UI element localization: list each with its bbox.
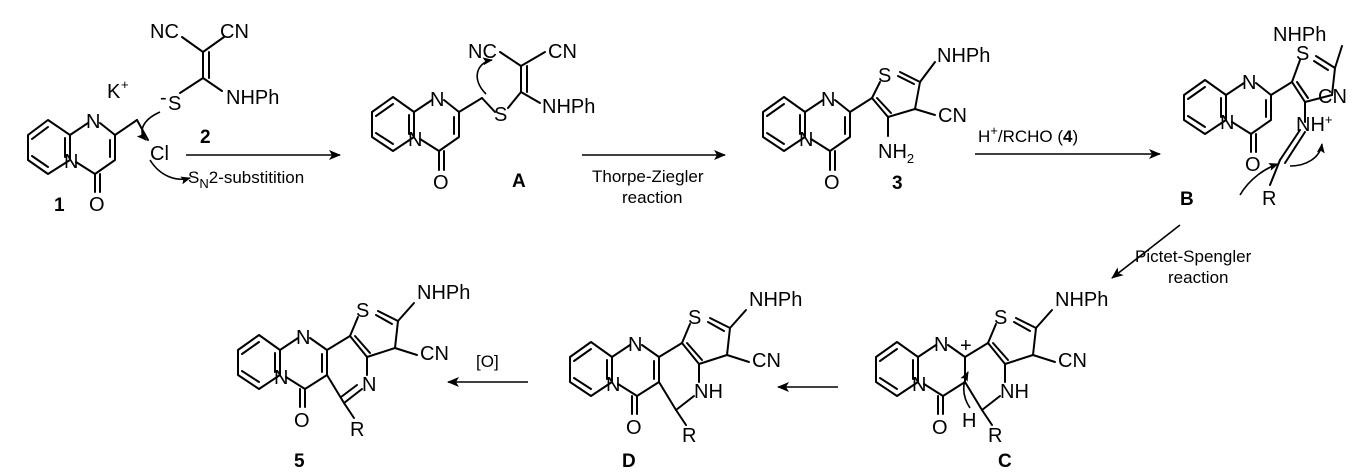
atom-s: S	[994, 307, 1007, 329]
atom-cn: CN	[548, 41, 577, 63]
atom-n: N	[296, 327, 310, 349]
atom-n: N	[274, 367, 288, 389]
atom-o: O	[433, 172, 449, 194]
carbocation-charge: +	[960, 335, 972, 357]
atom-r: R	[350, 419, 364, 441]
atom-nhph: NHPh	[417, 282, 470, 304]
intermediate-d-structure: N N O S NHPh CN NH R	[569, 289, 802, 447]
atom-nhph: NHPh	[1273, 24, 1326, 46]
atom-n: N	[1242, 72, 1256, 94]
atom-n: N	[408, 129, 422, 151]
atom-cn: CN	[220, 21, 249, 43]
atom-n: N	[64, 151, 78, 173]
intermediate-a-structure: N N O S NC CN NHPh	[371, 41, 595, 194]
atom-r: R	[682, 425, 696, 447]
compound-3-structure: N N O S NHPh CN NH2	[762, 45, 990, 194]
compound-1-structure: N N O Cl	[27, 111, 169, 216]
atom-h: H	[962, 410, 976, 432]
product-5-structure: N N O S NHPh CN N R	[237, 282, 470, 441]
atom-cl: Cl	[150, 143, 169, 165]
atom-nh: NH	[1000, 381, 1029, 403]
intermediate-c-structure: N N O S NHPh CN NH H R +	[875, 289, 1108, 447]
curly-arrow-deprotonation	[960, 371, 971, 409]
atom-n: N	[430, 89, 444, 111]
atom-n: N	[934, 334, 948, 356]
compound-label-1: 1	[54, 195, 65, 216]
atom-r: R	[1262, 188, 1276, 210]
atom-n: N	[86, 111, 100, 133]
atom-nhph: NHPh	[542, 96, 595, 118]
reaction-arrow-4	[1111, 224, 1181, 279]
atom-n: N	[628, 334, 642, 356]
atom-n: N	[912, 374, 926, 396]
atom-r: R	[988, 425, 1002, 447]
compound-label-3: 3	[892, 173, 903, 194]
atom-o: O	[294, 410, 310, 432]
compound-label-c: C	[998, 451, 1012, 472]
curly-arrow-leaving	[149, 159, 191, 185]
atom-s: S	[494, 104, 507, 126]
curly-arrow-ring-attack	[1239, 163, 1279, 196]
atom-o: O	[89, 194, 105, 216]
cation-charge: +	[121, 77, 129, 92]
curly-arrow-cyclization	[476, 57, 493, 95]
atom-cn: CN	[1058, 350, 1087, 372]
compound-label-5: 5	[294, 451, 305, 472]
atom-o: O	[824, 172, 840, 194]
atom-s: S	[356, 300, 369, 322]
condition-oxidation: [O]	[476, 352, 499, 371]
compound-label-d: D	[622, 451, 636, 472]
atom-s: S	[878, 65, 891, 87]
atom-o: O	[1245, 154, 1261, 176]
atom-n: N	[799, 129, 813, 151]
compound-label-2: 2	[200, 127, 211, 148]
intermediate-b-structure: N N O S NHPh CN NH+ R	[1183, 24, 1347, 210]
compound-label-a: A	[512, 171, 526, 192]
atom-nhph: NHPh	[226, 87, 279, 109]
curly-arrow-attack	[136, 111, 161, 141]
atom-n: N	[362, 374, 376, 396]
atom-o: O	[626, 417, 642, 439]
condition-pictet-spengler: Pictet-Spengler	[1135, 247, 1252, 266]
compound-2-structure: NC CN S - NHPh K +	[107, 21, 279, 115]
atom-n: N	[821, 89, 835, 111]
anion-charge: -	[160, 87, 167, 109]
atom-cn: CN	[752, 350, 781, 372]
atom-nh: NH	[694, 381, 723, 403]
atom-n: N	[606, 374, 620, 396]
condition-pictet-spengler-2: reaction	[1168, 268, 1228, 287]
atom-s: S	[168, 93, 181, 115]
atom-nc: NC	[150, 21, 179, 43]
atom-cn: CN	[938, 105, 967, 127]
atom-n: N	[1220, 112, 1234, 134]
atom-nh2: NH2	[878, 141, 914, 166]
atom-nhph: NHPh	[937, 45, 990, 67]
atom-nc: NC	[468, 41, 497, 63]
counterion-k: K	[107, 81, 121, 103]
condition-thorpe-ziegler-2: reaction	[622, 188, 682, 207]
atom-cn: CN	[1318, 86, 1347, 108]
condition-thorpe-ziegler: Thorpe-Ziegler	[592, 167, 704, 186]
compound-label-b: B	[1180, 189, 1194, 210]
curly-arrow-iminium	[1289, 143, 1325, 167]
atom-nhph: NHPh	[1055, 289, 1108, 311]
atom-s: S	[688, 307, 701, 329]
condition-sn2: SN2-substitition	[188, 168, 304, 191]
condition-rcho: H+/RCHO (4)	[978, 123, 1078, 146]
atom-nh-plus: NH+	[1296, 112, 1332, 136]
atom-nhph: NHPh	[749, 289, 802, 311]
atom-s: S	[1296, 43, 1309, 65]
atom-o: O	[932, 417, 948, 439]
atom-cn: CN	[420, 343, 449, 365]
